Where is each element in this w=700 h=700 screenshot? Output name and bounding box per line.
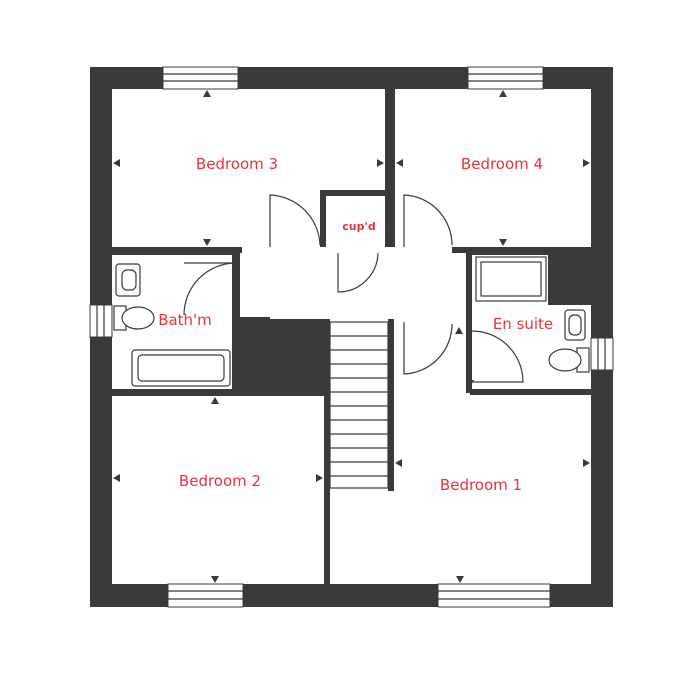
wall-bed3-landing [112,247,242,253]
bedroom4-floor [395,89,591,247]
wall-landing-bottom-left [240,317,270,322]
wall-bath-bottom [112,389,238,396]
wall-ensuite-left [466,253,472,393]
wall-ensuite-block [548,253,591,305]
wall-ensuite-bottom [470,389,591,395]
label-cupboard: cup'd [342,220,375,233]
label-bedroom2: Bedroom 2 [179,472,261,490]
wall-bath-right [232,253,240,393]
wall-stairs-left [324,319,330,584]
label-bathroom: Bath'm [158,311,212,329]
wall-cupboard-left [320,195,326,247]
dimension-arrows [113,90,590,583]
label-bedroom1: Bedroom 1 [440,476,522,494]
label-bedroom3: Bedroom 3 [196,155,278,173]
wall-bed4-landing [452,247,591,253]
landing-floor [240,247,470,319]
label-bedroom4: Bedroom 4 [461,155,543,173]
bedroom2-floor [112,396,324,584]
ensuite-fixtures [475,256,590,373]
windows [89,66,614,608]
landing-upper [325,195,385,255]
door-swings [183,194,524,383]
bathroom-fixtures [113,263,231,387]
staircase [329,321,389,489]
wall-bed3-bed4 [385,89,395,247]
wall-stairs-right [388,319,394,491]
wall-cupboard-top [320,190,388,196]
label-ensuite: En suite [493,315,553,333]
